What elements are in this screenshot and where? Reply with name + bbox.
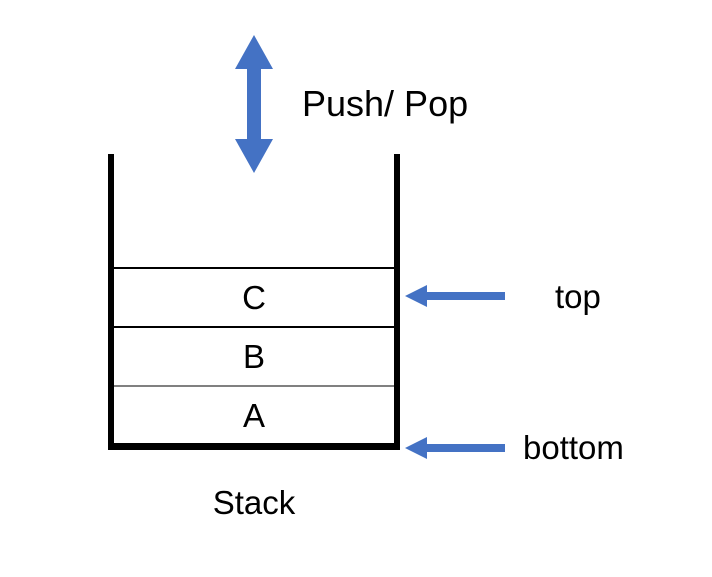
divider-between-c-and-b [114,326,394,328]
divider-between-b-and-a [114,385,394,387]
top-pointer-label: top [555,278,601,315]
stack-cell-a: A [242,397,265,434]
stack-left-wall [108,154,114,450]
stack-cell-c: C [242,279,266,316]
stack-cell-b: B [242,338,265,375]
divider-above-cell-c [114,267,394,269]
push-pop-label: Push/ Pop [302,83,469,124]
bottom-pointer-arrow-icon [405,437,505,459]
push-pop-double-arrow-icon [235,35,273,173]
bottom-pointer-label: bottom [523,429,624,466]
stack-bottom-wall [108,443,400,450]
stack-caption: Stack [212,484,296,521]
top-pointer-arrow-icon [405,285,505,307]
stack-right-wall [394,154,400,450]
